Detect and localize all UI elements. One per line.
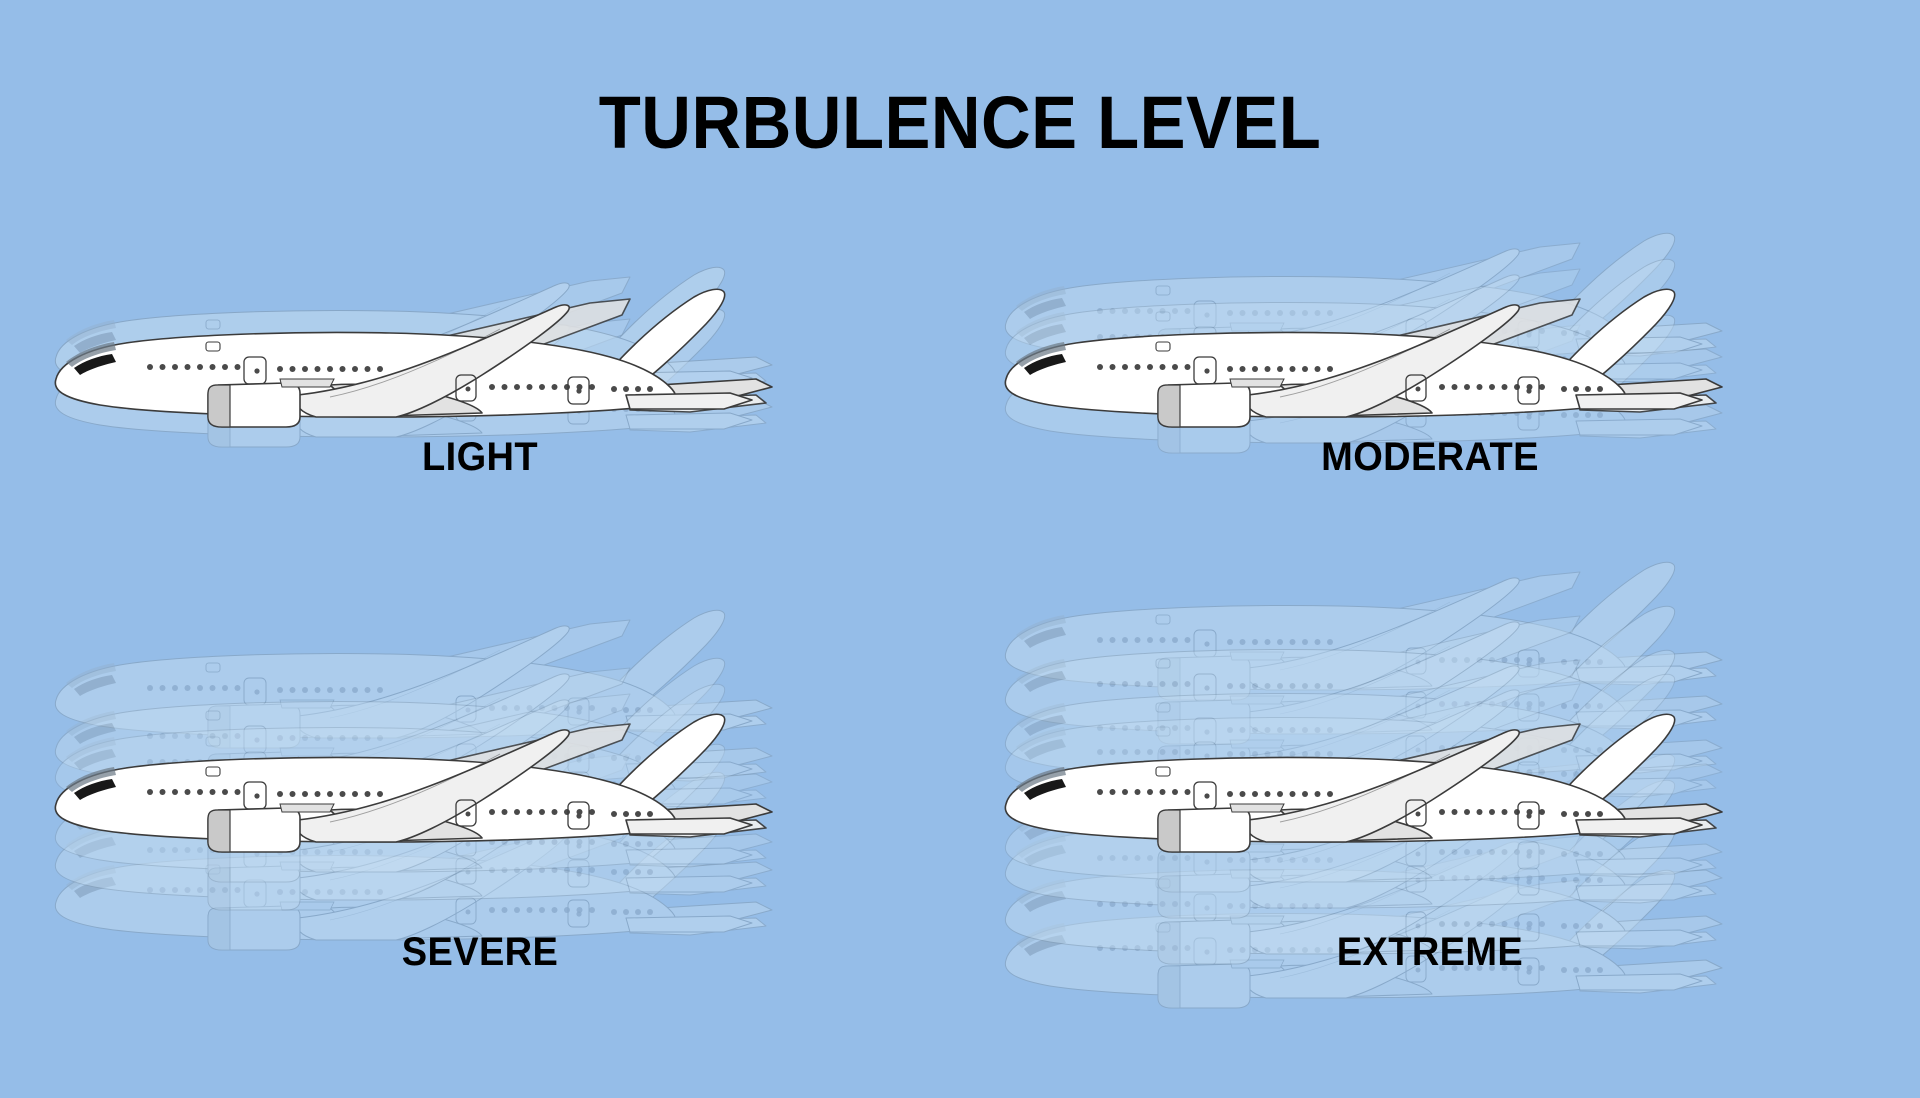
- panel-extreme: EXTREME: [980, 561, 1880, 1040]
- panel-severe: SEVERE: [30, 609, 930, 1040]
- panel-moderate: MODERATE: [980, 195, 1880, 615]
- airplane-ghost: [54, 811, 773, 951]
- airplane-primary: [1004, 713, 1723, 853]
- panel-severe-artwork: [30, 609, 930, 980]
- airplane-ghost: [54, 609, 773, 749]
- panel-moderate-label: MODERATE: [1321, 435, 1539, 479]
- airplane-ghost: [1004, 561, 1723, 701]
- airplane-primary: [54, 288, 773, 428]
- airplane-ghost: [1004, 825, 1723, 965]
- airplane-primary: [1004, 288, 1723, 428]
- page-title: TURBULENCE LEVEL: [598, 81, 1322, 164]
- panel-light-label: LIGHT: [422, 435, 538, 479]
- airplane-primary: [54, 713, 773, 853]
- panel-light: LIGHT: [30, 195, 930, 615]
- panel-moderate-artwork: [980, 195, 1880, 555]
- panel-severe-label: SEVERE: [401, 930, 559, 974]
- panel-light-artwork: [30, 195, 930, 555]
- panel-extreme-label: EXTREME: [1336, 930, 1524, 974]
- airplane-ghost: [1004, 869, 1723, 1009]
- panel-extreme-artwork: [980, 561, 1880, 1009]
